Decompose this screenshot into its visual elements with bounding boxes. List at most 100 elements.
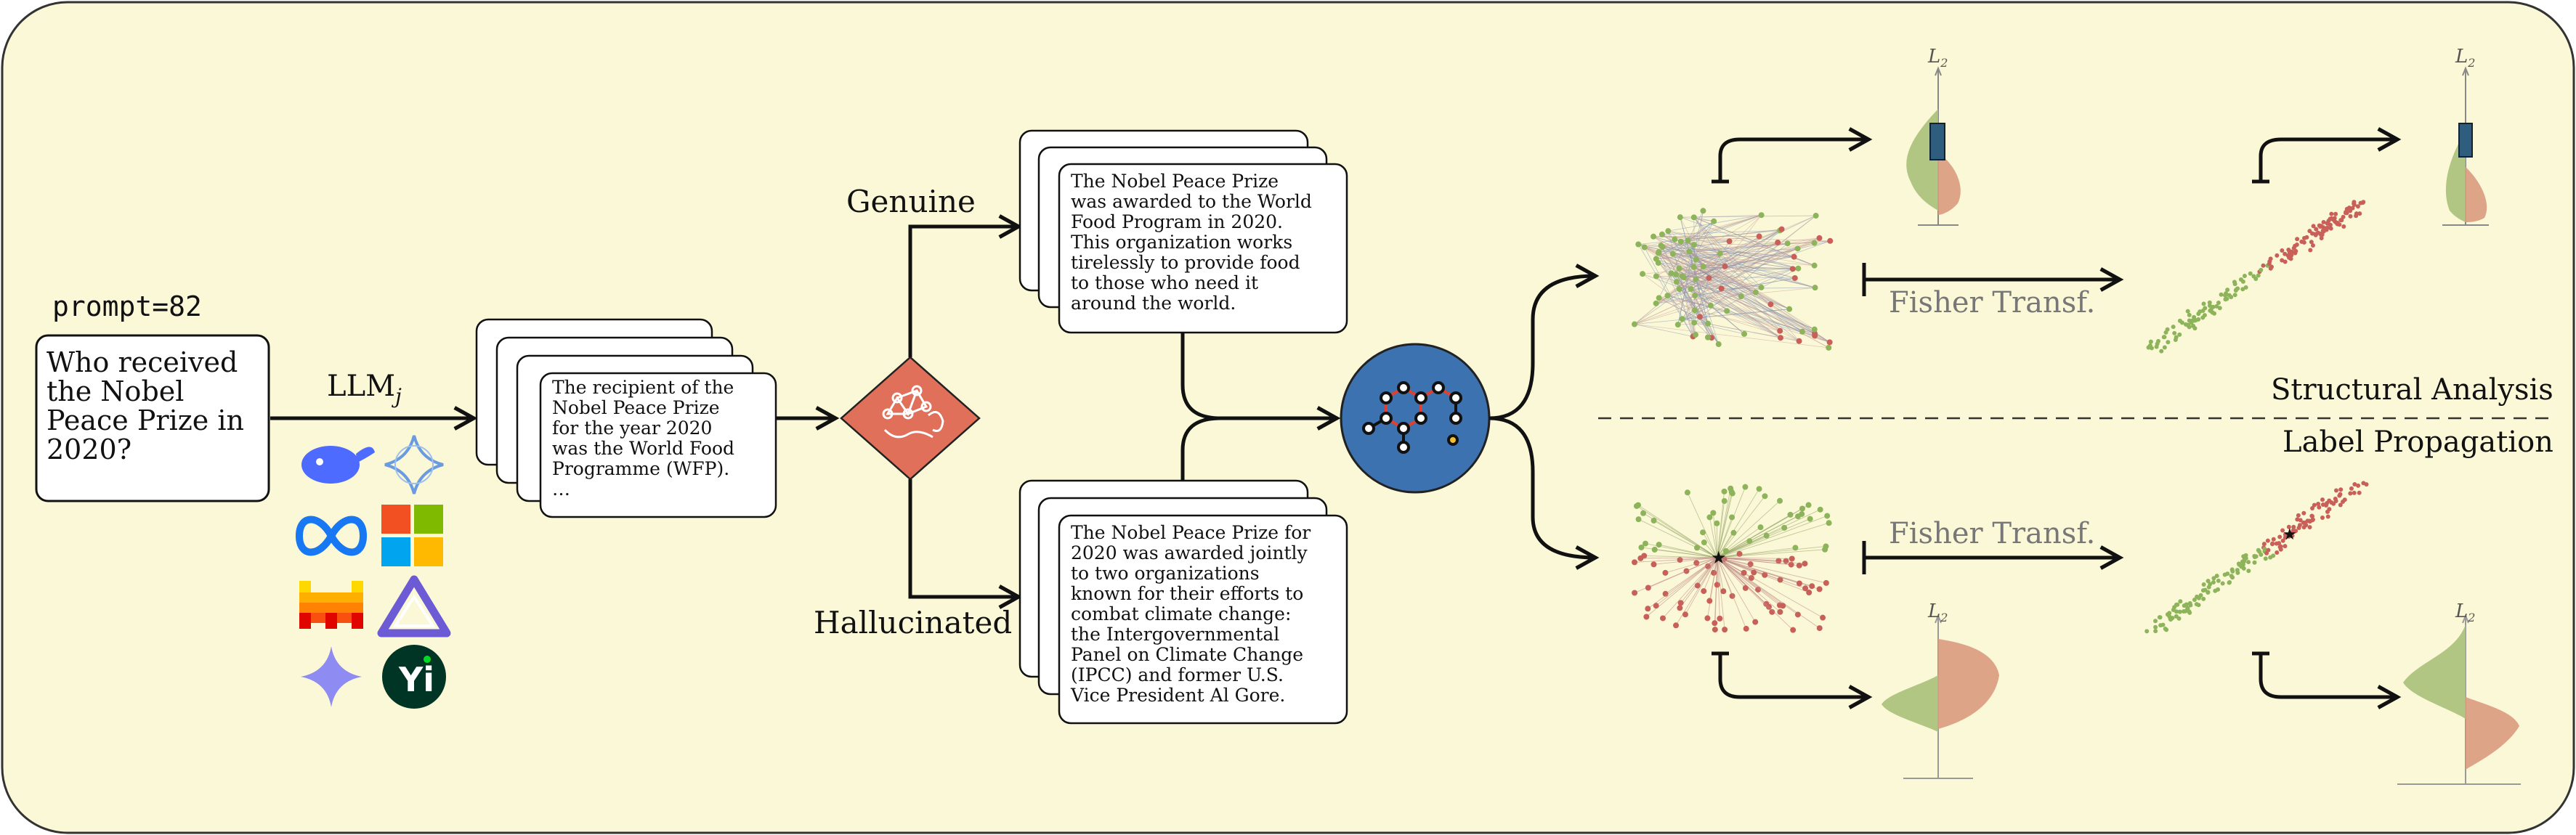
network-node bbox=[1789, 555, 1795, 562]
prompt-line-3: Peace Prize in bbox=[46, 404, 244, 436]
scatter-point bbox=[2293, 529, 2298, 534]
scatter-point bbox=[2177, 332, 2182, 337]
network-edge bbox=[1709, 517, 1718, 558]
network-node bbox=[1690, 214, 1697, 221]
network-node bbox=[1693, 276, 1699, 282]
network-node bbox=[1688, 285, 1694, 292]
network-edge bbox=[1671, 229, 1782, 274]
network-node bbox=[1741, 330, 1748, 337]
network-node bbox=[1752, 619, 1759, 625]
network-node bbox=[1717, 250, 1723, 257]
network-node bbox=[1632, 321, 1638, 327]
network-node bbox=[1767, 301, 1774, 308]
network-node bbox=[1696, 314, 1703, 320]
network-node bbox=[1694, 545, 1701, 551]
scatter-point bbox=[2196, 317, 2201, 322]
network-node bbox=[1714, 520, 1720, 526]
scatter-point bbox=[2174, 335, 2179, 340]
network-node bbox=[1802, 585, 1809, 592]
network-edge bbox=[1717, 557, 1724, 592]
scatter-point bbox=[2196, 311, 2201, 317]
network-node bbox=[1777, 608, 1783, 615]
scatter-point bbox=[2164, 627, 2169, 632]
network-node bbox=[1799, 328, 1805, 335]
network-node bbox=[1665, 228, 1672, 235]
network-node bbox=[1653, 300, 1659, 306]
network-node bbox=[1823, 579, 1829, 586]
scatter-point bbox=[2301, 525, 2306, 530]
scatter-point bbox=[2320, 228, 2325, 233]
scatter-point bbox=[2201, 582, 2206, 587]
mistral-blocks-icon bbox=[299, 581, 363, 629]
scatter-point bbox=[2338, 487, 2344, 492]
scatter-point bbox=[2309, 240, 2314, 245]
network-node bbox=[1677, 238, 1684, 245]
network-edge bbox=[1680, 557, 1718, 603]
response-line-4: was the World Food bbox=[552, 438, 734, 459]
network-node bbox=[1705, 320, 1712, 327]
scatter-point bbox=[2235, 286, 2240, 291]
network-node bbox=[1812, 333, 1818, 339]
network-node bbox=[1656, 295, 1662, 301]
network-node bbox=[1824, 513, 1831, 519]
scatter-point bbox=[2217, 306, 2222, 311]
network-edge bbox=[1661, 234, 1799, 342]
scatter-point bbox=[2310, 243, 2315, 248]
scatter-point bbox=[2211, 579, 2216, 584]
scatter-point bbox=[2314, 227, 2319, 232]
network-edge bbox=[1634, 324, 1693, 337]
network-node bbox=[1632, 590, 1638, 596]
label-propagation-label: Label Propagation bbox=[2283, 425, 2553, 459]
hub-to-structural-arrow bbox=[1489, 264, 1600, 420]
scatter-point bbox=[2280, 248, 2285, 253]
network-node bbox=[1658, 231, 1665, 237]
scatter-point bbox=[2261, 263, 2266, 268]
network-edge bbox=[1682, 318, 1781, 338]
scatter-point bbox=[2220, 581, 2225, 586]
network-node bbox=[1640, 510, 1647, 516]
scatter-point bbox=[2227, 579, 2232, 584]
network-edge bbox=[1717, 514, 1791, 558]
svg-text:The Nobel Peace Prize for: The Nobel Peace Prize for 2020 was award… bbox=[1070, 522, 1316, 706]
network-node bbox=[1640, 271, 1646, 277]
propagation-to-violin-arrow bbox=[1718, 653, 1873, 709]
network-node bbox=[1720, 588, 1727, 595]
svg-text:The recipient of the Nob: The recipient of the Nobel Peace Prize f… bbox=[552, 377, 740, 500]
scatter-point bbox=[2354, 211, 2359, 216]
svg-text:Who received the Nobel: Who received the Nobel Peace Prize in 20… bbox=[46, 346, 253, 465]
network-node bbox=[1706, 274, 1712, 281]
scatter-point bbox=[2341, 214, 2346, 219]
network-node bbox=[1826, 520, 1832, 526]
scatter-point bbox=[2361, 481, 2366, 486]
network-node bbox=[1650, 561, 1657, 568]
network-node bbox=[1799, 510, 1805, 517]
scatter-point bbox=[2328, 222, 2333, 227]
scatter-point bbox=[2296, 525, 2301, 530]
network-node bbox=[1674, 322, 1681, 328]
gemini-star-icon bbox=[301, 646, 362, 707]
network-edge bbox=[1688, 240, 1730, 242]
network-node bbox=[1812, 213, 1819, 219]
scatter-point bbox=[2283, 535, 2288, 540]
response-stack: The recipient of the Nobel Peace Prize f… bbox=[475, 318, 777, 518]
scatter-point bbox=[2294, 243, 2299, 248]
network-edge bbox=[1693, 266, 1793, 269]
network-edge bbox=[1717, 557, 1781, 613]
scatter-point bbox=[2187, 312, 2192, 317]
network-node bbox=[1653, 256, 1659, 262]
network-edge bbox=[1677, 211, 1704, 325]
network-node bbox=[1817, 506, 1823, 513]
scatter-point bbox=[2296, 513, 2301, 518]
network-node bbox=[1746, 538, 1753, 545]
network-edge bbox=[1634, 248, 1798, 325]
scatter-point bbox=[2200, 588, 2206, 593]
network-edge bbox=[1658, 268, 1793, 298]
network-edge bbox=[1658, 297, 1799, 342]
network-edge bbox=[1714, 557, 1718, 624]
network-edge bbox=[1693, 217, 1725, 267]
network-edge bbox=[1717, 518, 1810, 558]
scatter-point bbox=[2162, 345, 2167, 350]
molecule-graph-icon bbox=[1362, 381, 1462, 454]
prompt-id-label: prompt=82 bbox=[52, 290, 202, 322]
